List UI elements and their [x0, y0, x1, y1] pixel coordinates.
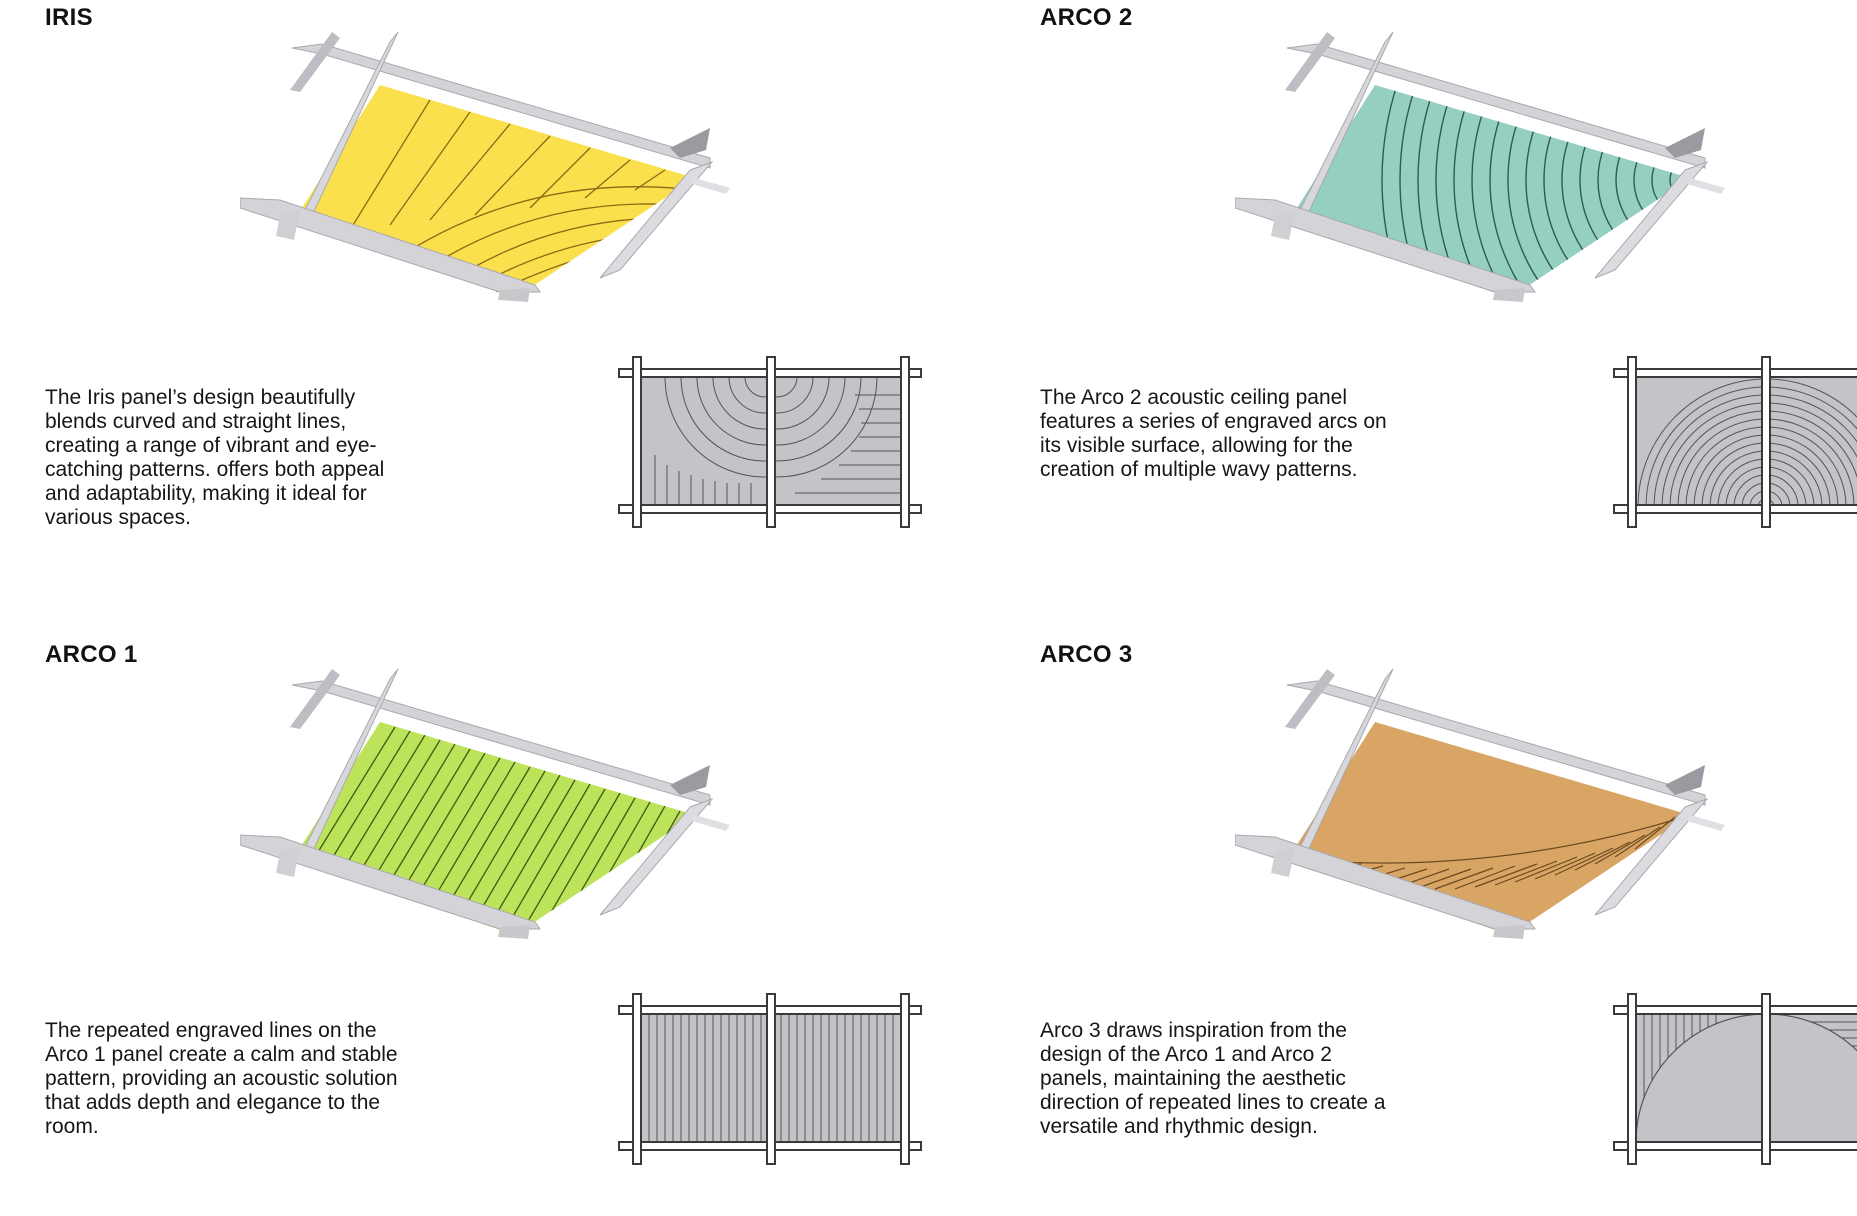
panel-card-arco-2: ARCO 2 — [995, 0, 1857, 579]
arco-1-3d-illustration — [240, 668, 730, 939]
panel-description: The repeated engraved lines on the Arco … — [45, 1019, 398, 1138]
panel-card-arco-3: ARCO 3 — [995, 637, 1857, 1216]
engraved-pattern — [1381, 85, 1690, 298]
arco-2-plan-diagram — [1613, 356, 1857, 528]
panel-card-iris: IRIS — [0, 0, 928, 579]
panel-card-arco-1: ARCO 1 — [0, 637, 928, 1216]
arco-3-3d-illustration — [1235, 668, 1725, 939]
iris-3d-illustration — [240, 31, 730, 302]
panel-description: The Arco 2 acoustic ceiling panel featur… — [1040, 386, 1387, 481]
panel-title: ARCO 2 — [1040, 4, 1133, 31]
panel-title: ARCO 3 — [1040, 641, 1133, 668]
arco-1-plan-diagram — [618, 993, 922, 1165]
panel-title: ARCO 1 — [45, 641, 138, 668]
panel-description: The Iris panel’s design beautifully blen… — [45, 386, 385, 529]
panel-description: Arco 3 draws inspiration from the design… — [1040, 1019, 1386, 1138]
ceiling-grid-frame — [240, 31, 730, 302]
arco-2-3d-illustration — [1235, 31, 1725, 302]
panel-title: IRIS — [45, 4, 93, 31]
arco-3-plan-diagram — [1613, 993, 1857, 1165]
iris-plan-diagram — [618, 356, 922, 528]
